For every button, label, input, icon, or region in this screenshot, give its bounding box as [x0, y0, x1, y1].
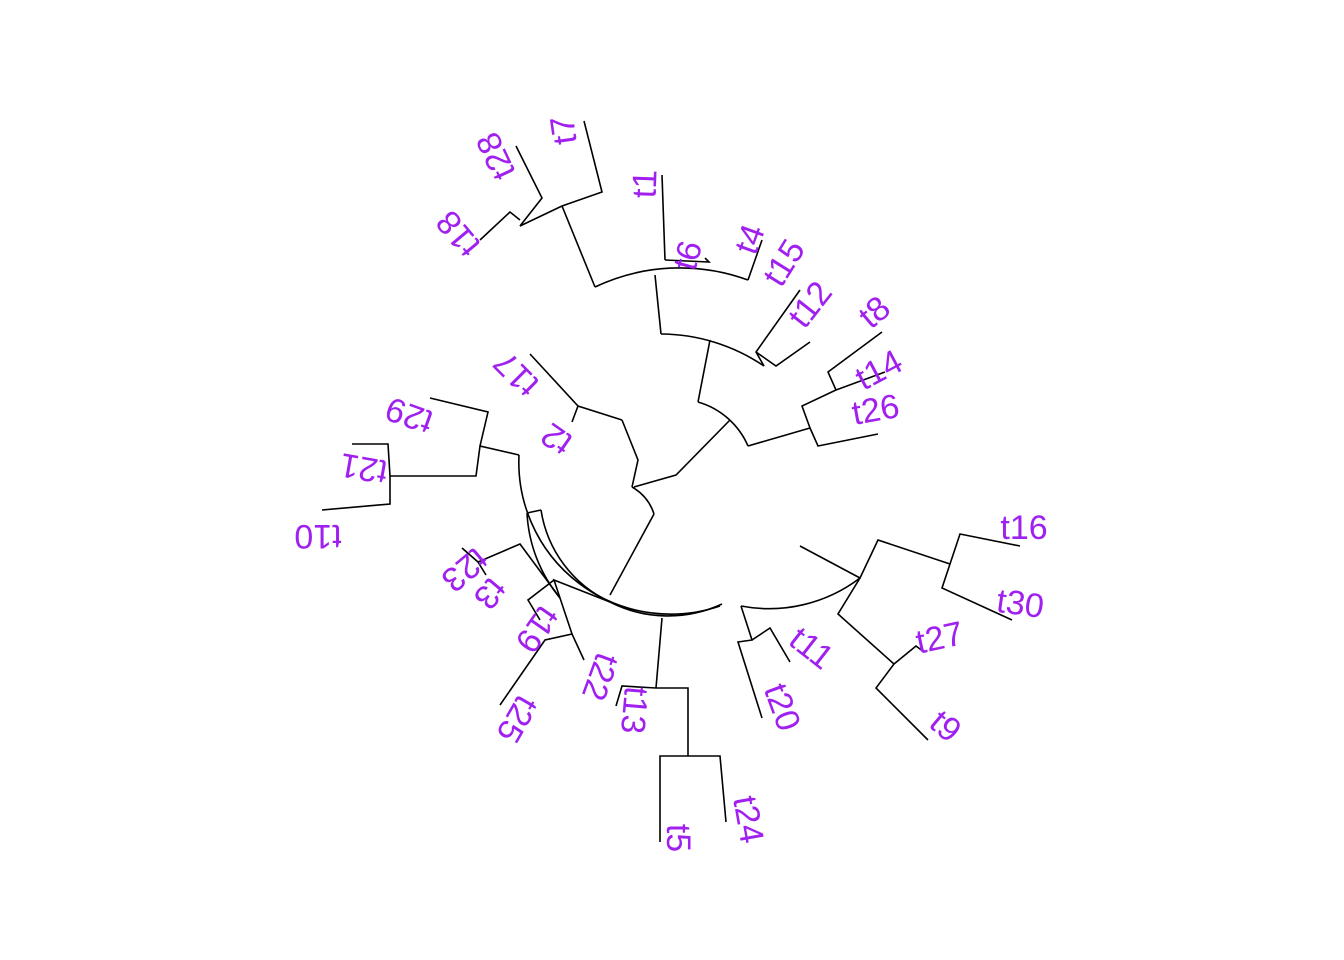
tip-label-t27: t27 — [913, 615, 967, 662]
branch-t19-t22-t25 — [499, 578, 611, 706]
branch-t4 — [747, 239, 763, 281]
branch-t7 — [561, 120, 603, 207]
branch-top-left — [561, 205, 596, 288]
branch-root-down — [609, 513, 655, 596]
tip-label-t24: t24 — [725, 793, 771, 846]
branch-top-up — [654, 274, 662, 335]
branch-t11-t20 — [736, 605, 791, 719]
tip-label-t21: t21 — [337, 445, 390, 491]
tip-labels: t16t30t27t9t11t20t24t5t13t22t25t19t3t23t… — [294, 114, 1047, 853]
clade-top-arc — [594, 267, 749, 288]
tip-label-t16: t16 — [1000, 509, 1047, 547]
tip-label-t10: t10 — [294, 517, 341, 555]
clade-bottom-arc — [609, 601, 723, 617]
tip-label-t17: t17 — [486, 343, 546, 403]
tip-label-t18: t18 — [429, 203, 488, 264]
tip-label-t8: t8 — [852, 289, 898, 336]
branch-t3-t23 — [461, 509, 561, 599]
tip-label-t7: t7 — [543, 114, 585, 147]
branch-top-clade — [697, 339, 711, 403]
clade-right-arc — [697, 401, 749, 447]
branch-t15-t12 — [755, 289, 811, 367]
tip-label-t20: t20 — [756, 679, 808, 736]
clade-top-right-arc — [660, 333, 765, 367]
branch-t6 — [664, 257, 712, 263]
tip-label-t11: t11 — [782, 620, 841, 677]
branch-t28-t18 — [479, 145, 563, 241]
clade-lower-arc-2 — [540, 509, 611, 603]
tip-label-t29: t29 — [381, 389, 438, 441]
tip-label-t9: t9 — [922, 703, 968, 750]
tree-branches — [321, 120, 1021, 842]
tip-label-t26: t26 — [849, 387, 902, 433]
branch-right-clade — [799, 533, 1021, 741]
tip-label-t13: t13 — [613, 685, 655, 735]
branch-root-up — [621, 419, 639, 488]
tip-label-t25: t25 — [488, 689, 545, 749]
branch-t1 — [661, 174, 666, 261]
tip-label-t5: t5 — [659, 824, 697, 852]
tip-label-t28: t28 — [469, 126, 523, 185]
root-arc — [631, 486, 655, 515]
branch-t2-t17 — [529, 353, 623, 423]
tip-label-t30: t30 — [994, 582, 1046, 626]
tip-label-t4: t4 — [727, 219, 772, 259]
branch-t13-t5-t24 — [615, 617, 727, 842]
branch-root-right — [633, 419, 731, 488]
clade-bottom-right-arc — [740, 577, 861, 610]
tip-label-t1: t1 — [626, 169, 665, 199]
tip-label-t19: t19 — [508, 599, 566, 660]
branch-clade-a — [321, 397, 520, 511]
clade-a-arc — [518, 454, 721, 615]
branch-t8-t14-t26 — [747, 331, 886, 447]
